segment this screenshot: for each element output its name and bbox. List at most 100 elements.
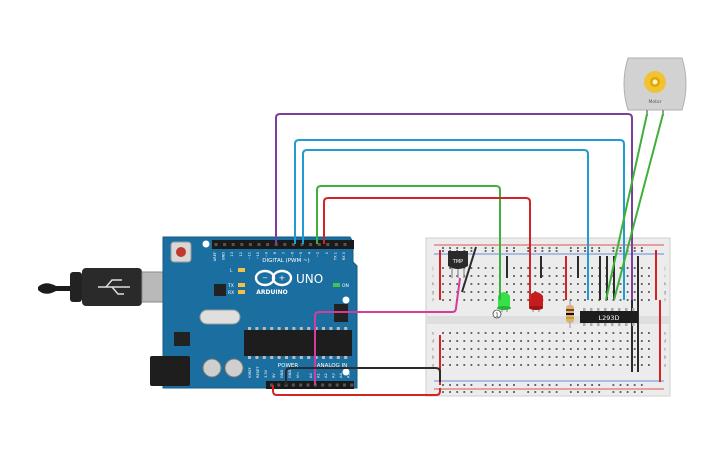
rail-hole[interactable]	[506, 391, 508, 393]
breadboard-hole[interactable]	[506, 348, 508, 350]
rail-hole[interactable]	[591, 247, 593, 249]
breadboard-hole[interactable]	[598, 356, 601, 358]
rail-hole[interactable]	[619, 247, 622, 249]
breadboard-hole[interactable]	[470, 267, 473, 269]
header-pin[interactable]	[231, 243, 235, 246]
breadboard-hole[interactable]	[520, 267, 522, 269]
breadboard-hole[interactable]	[548, 332, 551, 334]
breadboard-hole[interactable]	[591, 340, 593, 342]
breadboard-hole[interactable]	[477, 275, 480, 277]
breadboard-hole[interactable]	[555, 340, 558, 342]
breadboard-hole[interactable]	[633, 267, 636, 269]
breadboard-hole[interactable]	[463, 291, 466, 293]
breadboard-hole[interactable]	[562, 275, 565, 277]
breadboard-hole[interactable]	[541, 356, 544, 358]
breadboard-hole[interactable]	[506, 283, 508, 285]
red-wire-led[interactable]	[323, 197, 531, 300]
breadboard-hole[interactable]	[591, 332, 593, 334]
breadboard-hole[interactable]	[513, 299, 515, 301]
breadboard-hole[interactable]	[442, 364, 444, 366]
rail-hole[interactable]	[569, 391, 572, 393]
breadboard-hole[interactable]	[541, 267, 544, 269]
breadboard-hole[interactable]	[640, 275, 643, 277]
breadboard-hole[interactable]	[513, 364, 515, 366]
breadboard-hole[interactable]	[584, 332, 586, 334]
breadboard-hole[interactable]	[648, 332, 650, 334]
breadboard-hole[interactable]	[562, 291, 565, 293]
breadboard-hole[interactable]	[648, 364, 650, 366]
breadboard-hole[interactable]	[477, 364, 480, 366]
breadboard-hole[interactable]	[498, 356, 501, 358]
breadboard-hole[interactable]	[605, 340, 608, 342]
rail-hole[interactable]	[484, 247, 487, 249]
breadboard-hole[interactable]	[470, 283, 473, 285]
breadboard-hole[interactable]	[577, 356, 579, 358]
breadboard-hole[interactable]	[555, 299, 558, 301]
rail-hole[interactable]	[569, 384, 572, 386]
rail-hole[interactable]	[633, 247, 636, 249]
rail-hole[interactable]	[491, 391, 494, 393]
breadboard-hole[interactable]	[541, 364, 544, 366]
rail-hole[interactable]	[548, 247, 551, 249]
breadboard-hole[interactable]	[520, 299, 522, 301]
rail-hole[interactable]	[456, 384, 459, 386]
breadboard-hole[interactable]	[484, 267, 487, 269]
breadboard-hole[interactable]	[548, 275, 551, 277]
breadboard-hole[interactable]	[633, 291, 636, 293]
green-wire-motor-2[interactable]	[613, 113, 664, 301]
breadboard-hole[interactable]	[498, 340, 501, 342]
rail-hole[interactable]	[456, 391, 459, 393]
rail-hole[interactable]	[506, 247, 508, 249]
breadboard-hole[interactable]	[534, 283, 537, 285]
rail-hole[interactable]	[463, 384, 466, 386]
breadboard-hole[interactable]	[442, 291, 444, 293]
rail-hole[interactable]	[619, 250, 622, 252]
breadboard-hole[interactable]	[548, 364, 551, 366]
header-pin[interactable]	[277, 383, 281, 387]
breadboard-hole[interactable]	[520, 275, 522, 277]
rail-hole[interactable]	[598, 250, 601, 252]
breadboard-hole[interactable]	[562, 340, 565, 342]
rail-hole[interactable]	[534, 247, 537, 249]
rail-hole[interactable]	[470, 250, 473, 252]
breadboard-hole[interactable]	[626, 267, 629, 269]
breadboard-hole[interactable]	[477, 348, 480, 350]
rail-hole[interactable]	[541, 247, 544, 249]
breadboard-hole[interactable]	[442, 348, 444, 350]
rail-hole[interactable]	[640, 250, 643, 252]
breadboard-hole[interactable]	[513, 283, 515, 285]
header-pin[interactable]	[317, 243, 321, 246]
rail-hole[interactable]	[555, 250, 558, 252]
breadboard-hole[interactable]	[584, 291, 586, 293]
breadboard-hole[interactable]	[640, 348, 643, 350]
breadboard-hole[interactable]	[640, 356, 643, 358]
breadboard-hole[interactable]	[555, 356, 558, 358]
rail-hole[interactable]	[591, 384, 593, 386]
breadboard-hole[interactable]	[456, 283, 459, 285]
breadboard-hole[interactable]	[498, 364, 501, 366]
breadboard-hole[interactable]	[633, 356, 636, 358]
header-pin[interactable]	[328, 383, 332, 387]
breadboard-hole[interactable]	[584, 356, 586, 358]
breadboard-hole[interactable]	[477, 340, 480, 342]
breadboard-hole[interactable]	[626, 283, 629, 285]
breadboard-hole[interactable]	[648, 299, 650, 301]
breadboard-hole[interactable]	[569, 283, 572, 285]
breadboard-hole[interactable]	[619, 340, 622, 342]
breadboard-hole[interactable]	[484, 348, 487, 350]
breadboard-hole[interactable]	[577, 291, 579, 293]
breadboard-hole[interactable]	[648, 291, 650, 293]
breadboard-hole[interactable]	[463, 364, 466, 366]
header-pin[interactable]	[240, 243, 244, 246]
breadboard-hole[interactable]	[449, 275, 451, 277]
breadboard-hole[interactable]	[633, 332, 636, 334]
rail-hole[interactable]	[456, 247, 459, 249]
breadboard-hole[interactable]	[648, 356, 650, 358]
breadboard-hole[interactable]	[484, 275, 487, 277]
breadboard-hole[interactable]	[491, 348, 494, 350]
rail-hole[interactable]	[470, 391, 473, 393]
breadboard-hole[interactable]	[569, 340, 572, 342]
breadboard-hole[interactable]	[562, 348, 565, 350]
rail-hole[interactable]	[569, 250, 572, 252]
